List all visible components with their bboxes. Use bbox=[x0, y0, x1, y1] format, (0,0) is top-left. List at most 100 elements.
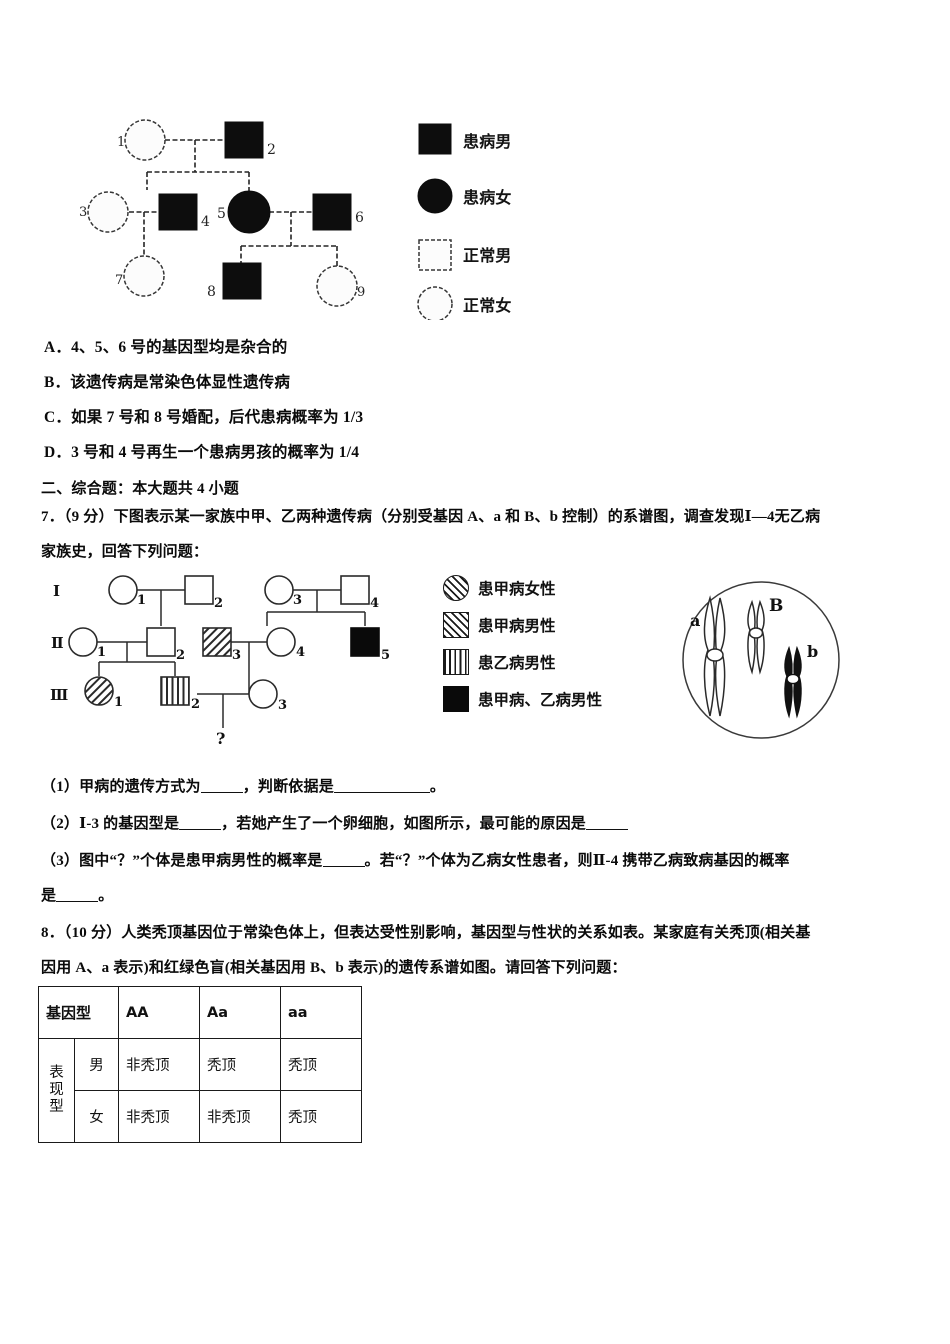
pedigree1-node-7 bbox=[123, 255, 165, 297]
pedigree2-generation-1: Ⅰ bbox=[53, 582, 60, 600]
question-7-sub-1: （1）甲病的遗传方式为，判断依据是。 bbox=[41, 775, 445, 796]
option-c: C．如果 7 号和 8 号婚配，后代患病概率为 1/3 bbox=[44, 405, 363, 427]
question-7-sub-3: （3）图中“？”个体是患甲病男性的概率是 。若“？”个体为乙病女性患者，则Ⅱ-4 … bbox=[41, 849, 790, 870]
pedigree1-legend-label-affected-female: 患病女 bbox=[463, 188, 512, 207]
question-7-line-1: 7．（9 分）下图表示某一家族中甲、乙两种遗传病（分别受基因 A、a 和 B、b… bbox=[41, 505, 820, 526]
pedigree1-legend-label-normal-male: 正常男 bbox=[463, 246, 512, 265]
pedigree1-label-9: 9 bbox=[357, 285, 365, 300]
pedigree2-legend: 患甲病女性 患甲病男性 患乙病男性 患甲病、乙病男性 bbox=[443, 572, 673, 732]
pedigree2-node-III-2 bbox=[160, 676, 190, 706]
pedigree1-node-6 bbox=[312, 193, 352, 231]
table-header-Aa: Aa bbox=[199, 986, 281, 1039]
pedigree2-legend-label-2: 患乙病男性 bbox=[478, 654, 556, 672]
pedigree2-node-III-3 bbox=[248, 679, 278, 709]
option-b: B．该遗传病是常染色体显性遗传病 bbox=[44, 370, 290, 392]
pedigree2-node-I-4 bbox=[340, 575, 370, 605]
chromosome-b bbox=[784, 645, 802, 719]
pedigree1-node-3 bbox=[87, 191, 129, 233]
option-a-key: A． bbox=[44, 339, 72, 356]
table-cell-female-AA: 非秃顶 bbox=[118, 1090, 200, 1143]
question-8-marks: （10 分） bbox=[63, 925, 122, 941]
question-8-line-2: 因用 A、a 表示)和红绿色盲(相关基因用 B、b 表示)的遗传系谱如图。请回答… bbox=[41, 960, 627, 976]
pedigree2-label-I-3: 3 bbox=[293, 593, 302, 608]
pedigree1-legend-icon-0 bbox=[418, 123, 452, 155]
vstriped-square-icon bbox=[443, 649, 469, 675]
pedigree1-label-8: 8 bbox=[207, 284, 216, 300]
hatched-square-icon bbox=[443, 612, 469, 638]
pedigree2-generation-3: Ⅲ bbox=[50, 686, 68, 704]
genotype-phenotype-table: 基因型 AA Aa aa 表现型 男 非秃顶 秃顶 秃顶 女 非秃顶 非秃顶 秃… bbox=[38, 986, 362, 1143]
q7-sub3-part-a: （3）图中“？”个体是患甲病男性的概率是 bbox=[41, 853, 323, 869]
option-c-text: 如果 7 号和 8 号婚配，后代患病概率为 1/3 bbox=[71, 409, 364, 426]
pedigree1-legend-icon-1 bbox=[417, 178, 453, 214]
q7-sub3-blank-1[interactable] bbox=[322, 866, 365, 867]
question-8-number: 8． bbox=[41, 925, 64, 941]
q7-sub2-blank-2[interactable] bbox=[585, 829, 628, 830]
pedigree2-legend-row-0: 患甲病女性 bbox=[443, 574, 556, 602]
question-7-sub-2: （2）Ⅰ-3 的基因型是，若她产生了一个卵细胞，如图所示，最可能的原因是 bbox=[41, 812, 628, 833]
table-row: 女 非秃顶 非秃顶 秃顶 bbox=[39, 1090, 362, 1143]
pedigree1-label-5: 5 bbox=[217, 206, 226, 222]
q7-sub1-part-c: 。 bbox=[429, 779, 446, 795]
pedigree2-label-II-4: 4 bbox=[296, 645, 305, 660]
pedigree2-legend-row-2: 患乙病男性 bbox=[443, 648, 556, 676]
q7-sub1-part-a: （1）甲病的遗传方式为 bbox=[41, 779, 201, 795]
option-b-text: 该遗传病是常染色体显性遗传病 bbox=[70, 374, 291, 391]
pedigree2-label-II-5: 5 bbox=[381, 648, 390, 663]
table-row: 表现型 男 非秃顶 秃顶 秃顶 bbox=[38, 1038, 362, 1143]
pedigree1-node-5 bbox=[227, 190, 271, 234]
pedigree1-legend-label-affected-male: 患病男 bbox=[463, 132, 512, 151]
chromosome-B-label: B bbox=[769, 596, 783, 616]
pedigree2-node-I-2 bbox=[184, 575, 214, 605]
pedigree2-label-III-3: 3 bbox=[278, 698, 287, 713]
pedigree-2-svg: Ⅰ Ⅱ Ⅲ 1 2 3 4 1 2 3 4 5 1 bbox=[50, 575, 390, 748]
question-7-sub-3-cont: 是。 bbox=[41, 884, 113, 905]
question-7-marks: （9 分） bbox=[63, 509, 114, 525]
pedigree2-label-III-1: 1 bbox=[114, 695, 123, 710]
pedigree2-label-I-2: 2 bbox=[214, 596, 223, 611]
hatched-circle-icon bbox=[443, 575, 469, 601]
question-8-line-1: 8．（10 分）人类秃顶基因位于常染色体上，但表达受性别影响，基因型与性状的关系… bbox=[41, 921, 811, 942]
table-cell-male-aa: 秃顶 bbox=[280, 1038, 362, 1091]
pedigree2-node-II-4 bbox=[266, 627, 296, 657]
option-a-text: 4、5、6 号的基因型均是杂合的 bbox=[71, 339, 288, 356]
pedigree2-node-I-1 bbox=[108, 575, 138, 605]
pedigree2-node-II-1 bbox=[68, 627, 98, 657]
q7-sub1-blank-2[interactable] bbox=[333, 792, 430, 793]
egg-cell-chromosome-figure: a B b bbox=[676, 576, 846, 744]
pedigree2-label-I-4: 4 bbox=[370, 596, 379, 611]
chromosome-a bbox=[703, 595, 726, 717]
section-heading: 二、综合题：本大题共 4 小题 bbox=[41, 481, 240, 497]
q7-sub2-blank-1[interactable] bbox=[179, 829, 222, 830]
pedigree-chart-1: 1 2 3 4 5 6 7 8 9 bbox=[45, 100, 565, 320]
pedigree2-legend-label-3: 患甲病、乙病男性 bbox=[478, 691, 603, 709]
pedigree2-label-III-2: 2 bbox=[191, 697, 200, 712]
option-a: A．4、5、6 号的基因型均是杂合的 bbox=[44, 335, 287, 357]
pedigree2-node-II-3 bbox=[202, 627, 232, 657]
pedigree1-legend-icon-3 bbox=[417, 286, 453, 320]
pedigree2-generation-2: Ⅱ bbox=[51, 634, 64, 652]
q7-sub3-part-b: 。若“？”个体为乙病女性患者，则Ⅱ-4 携带乙病致病基因的概率 bbox=[364, 853, 790, 869]
table-row-label-phenotype: 表现型 bbox=[38, 1038, 75, 1143]
filled-square-icon bbox=[443, 686, 469, 712]
q7-sub3-blank-2[interactable] bbox=[56, 901, 99, 902]
table-cell-sex-male: 男 bbox=[74, 1038, 119, 1091]
q7-sub3-part-d: 。 bbox=[98, 888, 114, 904]
pedigree-1-svg: 1 2 3 4 5 6 7 8 9 bbox=[79, 119, 453, 320]
q7-sub1-blank-1[interactable] bbox=[200, 792, 243, 793]
pedigree1-node-9 bbox=[316, 265, 358, 307]
table-header-AA: AA bbox=[118, 986, 200, 1039]
pedigree2-label-I-1: 1 bbox=[137, 593, 146, 608]
pedigree2-legend-row-1: 患甲病男性 bbox=[443, 611, 556, 639]
question-7-number: 7． bbox=[41, 509, 64, 525]
pedigree2-node-II-5 bbox=[350, 627, 380, 657]
table-header-aa: aa bbox=[280, 986, 362, 1039]
option-b-key: B． bbox=[44, 374, 71, 391]
question-8-stem: 人类秃顶基因位于常染色体上，但表达受性别影响，基因型与性状的关系如表。某家庭有关… bbox=[121, 925, 811, 941]
pedigree1-label-1: 1 bbox=[117, 135, 125, 150]
q7-sub2-part-b: ，若她产生了一个卵细胞，如图所示，最可能的原因是 bbox=[221, 816, 586, 832]
pedigree1-label-4: 4 bbox=[201, 214, 210, 230]
pedigree1-node-2 bbox=[224, 121, 264, 159]
pedigree1-node-8 bbox=[222, 262, 262, 300]
